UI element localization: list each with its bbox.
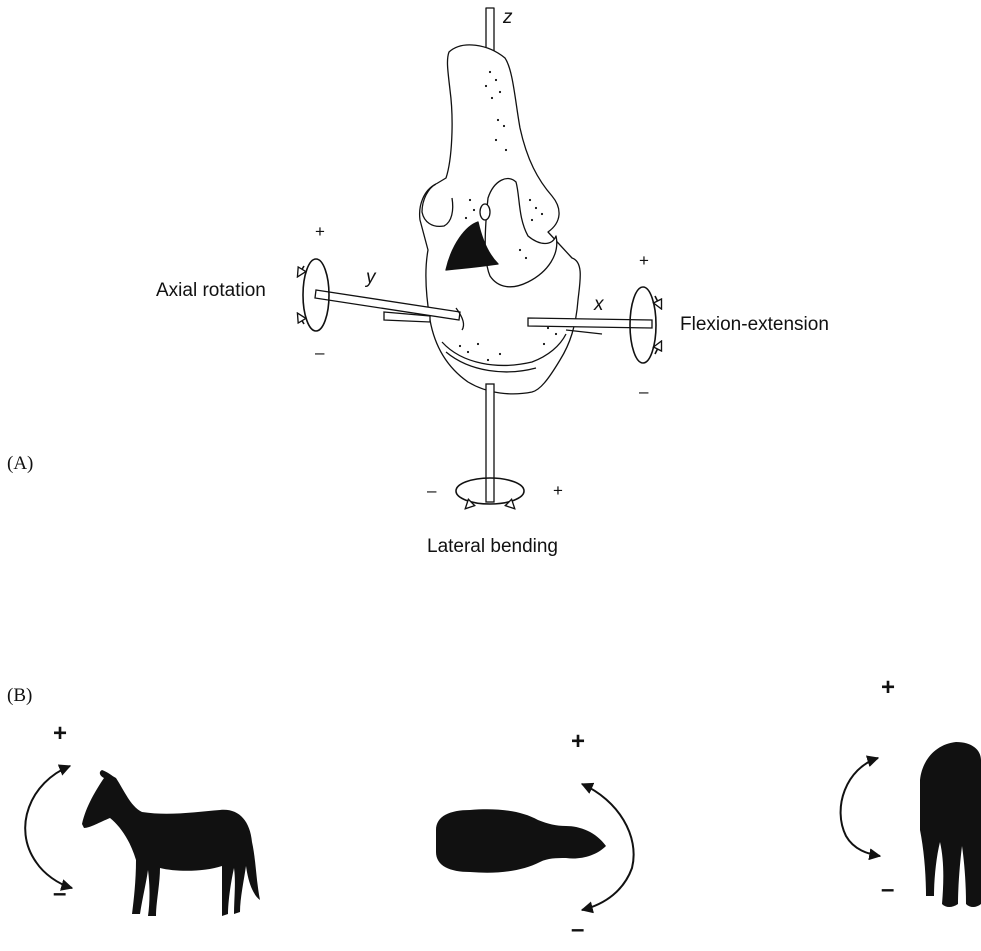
rear-view-plus: + xyxy=(881,676,895,700)
side-view-minus: – xyxy=(53,882,66,906)
horse-rear-silhouette xyxy=(920,742,981,907)
flexion-extension-plus: + xyxy=(639,252,649,269)
top-view-minus: – xyxy=(571,918,584,942)
y-axis-label: y xyxy=(366,268,376,287)
lateral-bending-label: Lateral bending xyxy=(427,537,558,556)
vertebra-small-opening xyxy=(480,204,490,220)
horse-side-silhouette xyxy=(82,770,260,916)
flexion-extension-minus: – xyxy=(639,383,648,400)
panel-b-label: (B) xyxy=(7,686,32,705)
axial-rotation-label: Axial rotation xyxy=(156,281,266,300)
top-view-plus: + xyxy=(571,730,585,754)
z-axis-label: z xyxy=(503,8,513,27)
vertebra-illustration xyxy=(420,8,581,394)
rear-view-arrow xyxy=(841,758,880,856)
lateral-bending-plus: + xyxy=(553,482,563,499)
flexion-extension-label: Flexion-extension xyxy=(680,315,829,334)
panel-a-label: (A) xyxy=(7,454,33,473)
z-axis-rod-bottom xyxy=(486,384,494,502)
side-view-plus: + xyxy=(53,722,67,746)
axial-rotation-plus: + xyxy=(315,223,325,240)
rear-view-minus: – xyxy=(881,878,894,902)
lateral-bending-minus: – xyxy=(427,482,436,499)
horse-top-silhouette xyxy=(436,809,606,872)
side-view-arrow xyxy=(25,766,72,888)
x-axis-label: x xyxy=(594,295,604,314)
axial-rotation-minus: – xyxy=(315,344,324,361)
